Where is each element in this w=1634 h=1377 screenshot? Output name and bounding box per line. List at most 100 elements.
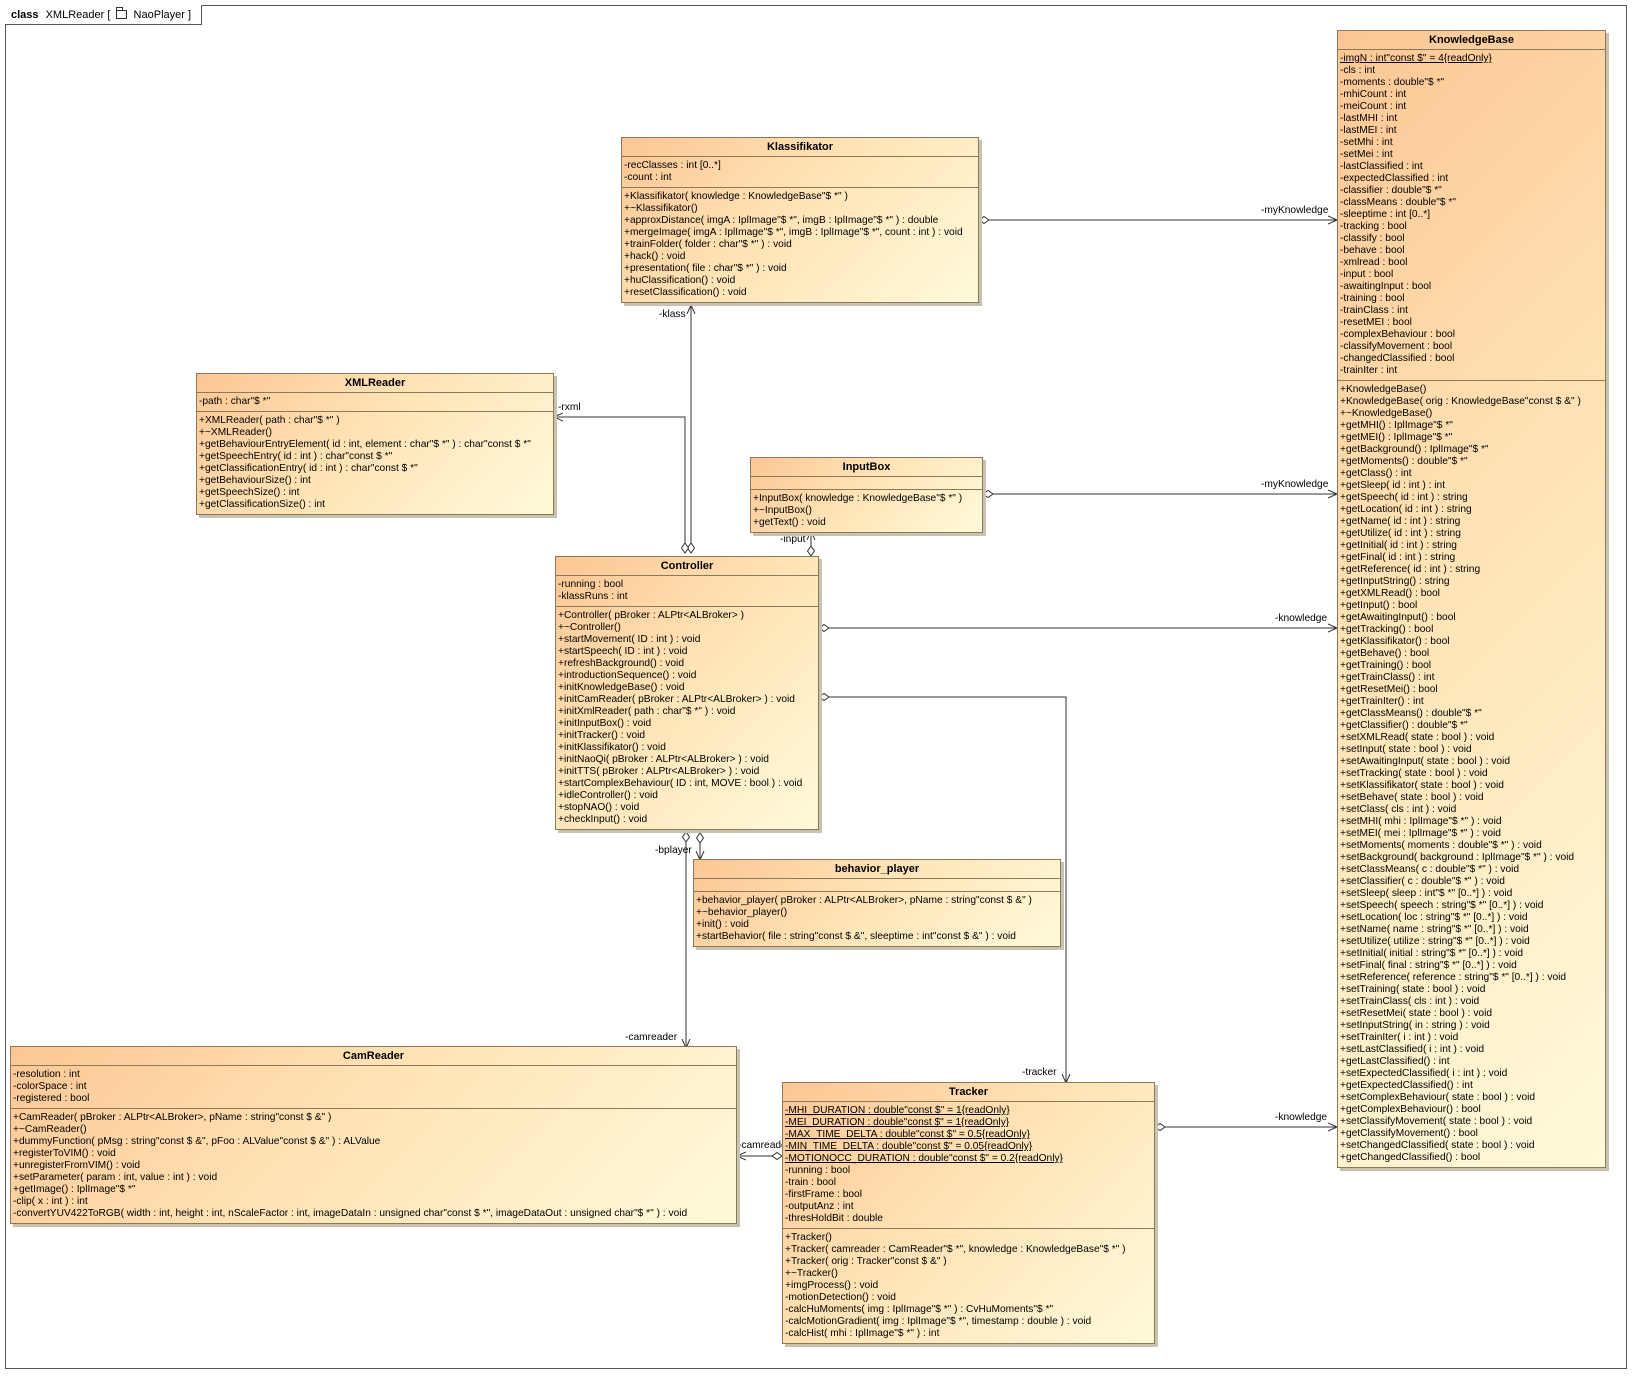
attribute: -classifyMovement : bool	[1340, 341, 1453, 352]
assoc-controller-xmlreader	[554, 417, 685, 553]
controller-attributes: -running : bool-klassRuns : int	[556, 576, 818, 607]
attribute: -expectedClassified : int	[1340, 173, 1449, 184]
role-camreader-down: -camreader	[625, 1032, 678, 1043]
class-klassifikator[interactable]: Klassifikator-recClasses : int [0..*]-co…	[621, 137, 979, 303]
frame-name: XMLReader	[45, 9, 105, 21]
operation: +getMoments() : double"$ *"	[1340, 456, 1468, 467]
attribute: -awaitingInput : bool	[1340, 281, 1432, 292]
operation: +getClassificationEntry( id : int ) : ch…	[199, 463, 418, 474]
operation: +checkInput() : void	[558, 814, 648, 825]
operation: +mergeImage( imgA : IplImage"$ *", imgB …	[624, 227, 963, 238]
operation: -calcMotionGradient( img : IplImage"$ *"…	[785, 1316, 1092, 1327]
camreader-operations: +CamReader( pBroker : ALPtr<ALBroker>, p…	[11, 1109, 736, 1223]
class-tracker[interactable]: Tracker-MHI_DURATION : double"const $" =…	[782, 1082, 1155, 1344]
attribute: -firstFrame : bool	[785, 1189, 862, 1200]
operation: +setTrainClass( cls : int ) : void	[1340, 996, 1480, 1007]
role-input: -input	[780, 534, 806, 545]
operation: +setChangedClassified( state : bool ) : …	[1340, 1140, 1535, 1151]
attribute: -classMeans : double"$ *"	[1340, 197, 1456, 208]
operation: +initKlassifikator() : void	[558, 742, 666, 753]
operation: +getBackground() : IplImage"$ *"	[1340, 444, 1489, 455]
attribute: -trainIter : int	[1340, 365, 1398, 376]
package-icon	[116, 7, 128, 19]
operation: +~InputBox()	[753, 505, 812, 516]
attribute: -input : bool	[1340, 269, 1394, 280]
attribute: -colorSpace : int	[13, 1081, 87, 1092]
role-bplayer: -bplayer	[655, 845, 692, 856]
xmlreader-attributes: -path : char"$ *"	[197, 393, 553, 412]
operation: +getName( id : int ) : string	[1340, 516, 1461, 527]
operation: +dummyFunction( pMsg : string"const $ &"…	[13, 1136, 381, 1147]
operation: +getBehaviourEntryElement( id : int, ele…	[199, 439, 531, 450]
knowledgebase-class-name: KnowledgeBase	[1338, 31, 1605, 50]
operation: +setClassifier( c : double"$ *" ) : void	[1340, 876, 1505, 887]
operation: +setParameter( param : int, value : int …	[13, 1172, 218, 1183]
role-myknowledge-inputbox: -myKnowledge	[1261, 479, 1329, 490]
class-controller[interactable]: Controller-running : bool-klassRuns : in…	[555, 556, 819, 830]
operation: +initInputBox() : void	[558, 718, 652, 729]
operation: +getClassifyMovement() : bool	[1340, 1128, 1478, 1139]
klassifikator-attributes: -recClasses : int [0..*]-count : int	[622, 157, 978, 188]
role-camreader-left: -camreader	[738, 1140, 791, 1151]
assoc-controller-tracker	[819, 697, 1066, 1083]
operation: +getExpectedClassified() : int	[1340, 1080, 1473, 1091]
static-attribute: -MIN_TIME_DELTA : double"const $" = 0.05…	[785, 1141, 1033, 1152]
attribute: -setMei : int	[1340, 149, 1393, 160]
operation: +init() : void	[696, 919, 749, 930]
operation: +InputBox( knowledge : KnowledgeBase"$ *…	[753, 493, 963, 504]
class-behavior-player[interactable]: behavior_player+behavior_player( pBroker…	[693, 859, 1061, 947]
operation: +getMEI() : IplImage"$ *"	[1340, 432, 1453, 443]
operation: +getImage() : IplImage"$ *"	[13, 1184, 136, 1195]
operation: +startComplexBehaviour( ID : int, MOVE :…	[558, 778, 803, 789]
inputbox-attributes	[751, 477, 982, 490]
attribute: -meiCount : int	[1340, 101, 1407, 112]
attribute: -recClasses : int [0..*]	[624, 160, 721, 171]
inputbox-operations: +InputBox( knowledge : KnowledgeBase"$ *…	[751, 490, 982, 532]
operation: +setClassMeans( c : double"$ *" ) : void	[1340, 864, 1520, 875]
attribute: -changedClassified : bool	[1340, 353, 1455, 364]
operation: +getComplexBehaviour() : bool	[1340, 1104, 1481, 1115]
class-knowledgebase[interactable]: KnowledgeBase -imgN : int"const $" = 4{re…	[1337, 30, 1606, 1168]
operation: +setMHI( mhi : IplImage"$ *" ) : void	[1340, 816, 1502, 827]
role-myknowledge-klassifikator: -myKnowledge	[1261, 205, 1329, 216]
knowledgebase-operations: +KnowledgeBase()+KnowledgeBase( orig : K…	[1338, 381, 1605, 1167]
operation: +getKlassifikator() : bool	[1340, 636, 1450, 647]
operation: +setBehave( state : bool ) : void	[1340, 792, 1484, 803]
klassifikator-class-name: Klassifikator	[622, 138, 978, 157]
tracker-operations: +Tracker()+Tracker( camreader : CamReade…	[783, 1229, 1154, 1343]
attribute: -sleeptime : int [0..*]	[1340, 209, 1431, 220]
operation: +initTracker() : void	[558, 730, 646, 741]
operation: +getTraining() : bool	[1340, 660, 1432, 671]
attribute: -xmlread : bool	[1340, 257, 1408, 268]
attribute: -outputAnz : int	[785, 1201, 854, 1212]
attribute: -training : bool	[1340, 293, 1405, 304]
operation: -motionDetection() : void	[785, 1292, 896, 1303]
class-camreader[interactable]: CamReader -resolution : int-colorSpace : …	[10, 1046, 737, 1224]
attribute: -thresHoldBit : double	[785, 1213, 883, 1224]
behavior_player-class-name: behavior_player	[694, 860, 1060, 879]
class-inputbox[interactable]: InputBox+InputBox( knowledge : Knowledge…	[750, 457, 983, 533]
camreader-class-name: CamReader	[11, 1047, 736, 1066]
operation: +getMHI() : IplImage"$ *"	[1340, 420, 1453, 431]
class-xmlreader[interactable]: XMLReader-path : char"$ *"+XMLReader( pa…	[196, 373, 554, 515]
operation: +getClassifier() : double"$ *"	[1340, 720, 1468, 731]
operation: +setInitial( initial : string"$ *" [0..*…	[1340, 948, 1524, 959]
operation: +stopNAO() : void	[558, 802, 640, 813]
frame-keyword: class	[11, 9, 39, 21]
attribute: -cls : int	[1340, 65, 1376, 76]
static-attribute: -imgN : int"const $" = 4{readOnly}	[1340, 53, 1492, 64]
attribute: -resolution : int	[13, 1069, 80, 1080]
operation: +setTrainIter( i : int ) : void	[1340, 1032, 1459, 1043]
operation: +setLastClassified( i : int ) : void	[1340, 1044, 1485, 1055]
attribute: -mhiCount : int	[1340, 89, 1407, 100]
operation: -convertYUV422ToRGB( width : int, height…	[13, 1208, 688, 1219]
operation: +getText() : void	[753, 517, 826, 528]
attribute: -classifier : double"$ *"	[1340, 185, 1442, 196]
role-tracker: -tracker	[1022, 1067, 1057, 1078]
controller-class-name: Controller	[556, 557, 818, 576]
tracker-attributes: -MHI_DURATION : double"const $" = 1{read…	[783, 1102, 1154, 1229]
operation: +getChangedClassified() : bool	[1340, 1152, 1481, 1163]
attribute: -tracking : bool	[1340, 221, 1407, 232]
